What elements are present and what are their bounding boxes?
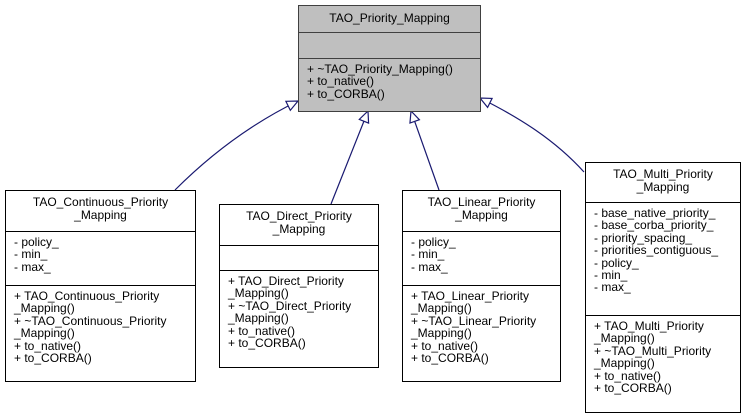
class-name: TAO_Priority_Mapping	[329, 11, 450, 25]
attribute: - base_corba_priority_	[594, 218, 714, 233]
method: + TAO_Direct_Priority	[228, 274, 344, 288]
class-title: TAO_Linear_Priority _Mapping	[403, 191, 560, 231]
class-name-line: _Mapping	[455, 208, 508, 222]
class-name-line: _Mapping	[74, 208, 127, 222]
class-tao-priority-mapping[interactable]: TAO_Priority_Mapping + ~TAO_Priority_Map…	[298, 5, 481, 112]
method: + ~TAO_Linear_Priority	[411, 313, 537, 328]
attribute: - max_	[594, 280, 631, 295]
method: _Mapping()	[411, 326, 472, 341]
class-name-line: TAO_Direct_Priority	[246, 209, 352, 223]
method: + ~TAO_Priority_Mapping()	[307, 62, 453, 76]
attribute: - min_	[411, 247, 445, 262]
class-name-line: TAO_Linear_Priority	[427, 195, 536, 209]
attribute: - max_	[411, 259, 448, 274]
method: + TAO_Linear_Priority	[411, 289, 529, 303]
method: + ~TAO_Continuous_Priority	[14, 313, 167, 328]
method: + to_CORBA()	[307, 86, 385, 101]
attribute: - max_	[14, 259, 51, 274]
methods-section: + TAO_Multi_Priority _Mapping() + ~TAO_M…	[586, 315, 740, 396]
method: + to_CORBA()	[411, 351, 489, 366]
method: + TAO_Multi_Priority	[594, 319, 704, 333]
attributes-section: - policy_ - min_ - max_	[6, 231, 195, 285]
attributes-section: - policy_ - min_ - max_	[403, 231, 560, 285]
methods-section: + TAO_Linear_Priority _Mapping() + ~TAO_…	[403, 285, 560, 366]
class-name-line: TAO_Continuous_Priority	[32, 195, 169, 209]
method: + to_native()	[411, 338, 479, 353]
class-name-line: _Mapping	[272, 222, 326, 236]
attribute: - policy_	[14, 235, 59, 249]
method: + to_native()	[307, 74, 375, 89]
methods-section: + TAO_Continuous_Priority _Mapping() + ~…	[6, 285, 195, 366]
attribute: - priority_spacing_	[594, 230, 693, 245]
method: _Mapping()	[228, 311, 289, 326]
attribute: - min_	[14, 247, 48, 262]
method: _Mapping()	[14, 326, 75, 341]
class-title: TAO_Direct_Priority _Mapping	[220, 205, 378, 245]
method: _Mapping()	[411, 301, 472, 316]
class-tao-linear-priority-mapping[interactable]: TAO_Linear_Priority _Mapping - policy_ -…	[402, 190, 561, 382]
attribute: - min_	[594, 268, 628, 283]
method: + ~TAO_Multi_Priority	[594, 343, 712, 358]
edge-linear-to-base	[409, 109, 440, 191]
method: + TAO_Continuous_Priority	[14, 289, 160, 303]
edge-continuous-to-base	[174, 100, 300, 191]
method: + to_CORBA()	[228, 336, 306, 351]
method: _Mapping()	[594, 356, 655, 371]
methods-section: + TAO_Direct_Priority _Mapping() + ~TAO_…	[220, 270, 378, 351]
method: + to_native()	[14, 338, 82, 353]
method: + ~TAO_Direct_Priority	[228, 298, 352, 313]
class-tao-multi-priority-mapping[interactable]: TAO_Multi_Priority _Mapping - base_nativ…	[585, 162, 741, 413]
methods-section: + ~TAO_Priority_Mapping() + to_native() …	[299, 58, 480, 102]
class-title: TAO_Multi_Priority _Mapping	[586, 163, 740, 202]
edge-direct-to-base	[330, 109, 370, 205]
method: + to_native()	[228, 323, 296, 338]
attributes-section	[220, 245, 378, 270]
attribute: - priorities_contiguous_	[594, 243, 719, 258]
edge-multi-to-base	[478, 97, 585, 173]
class-name-line: TAO_Multi_Priority	[613, 167, 713, 181]
method: _Mapping()	[14, 301, 75, 316]
attribute: - policy_	[411, 235, 456, 249]
attributes-section	[299, 32, 480, 58]
attributes-section: - base_native_priority_ - base_corba_pri…	[586, 202, 740, 315]
class-tao-continuous-priority-mapping[interactable]: TAO_Continuous_Priority _Mapping - polic…	[5, 190, 196, 382]
attribute: - base_native_priority_	[594, 206, 716, 220]
method: + to_CORBA()	[594, 381, 672, 396]
method: _Mapping()	[594, 331, 655, 346]
class-name-line: _Mapping	[636, 180, 690, 194]
attribute: - policy_	[594, 255, 639, 270]
method: + to_CORBA()	[14, 351, 92, 366]
class-tao-direct-priority-mapping[interactable]: TAO_Direct_Priority _Mapping + TAO_Direc…	[219, 204, 379, 368]
method: + to_native()	[594, 368, 662, 383]
method: _Mapping()	[228, 286, 289, 301]
class-title: TAO_Priority_Mapping	[299, 6, 480, 32]
class-title: TAO_Continuous_Priority _Mapping	[6, 191, 195, 231]
